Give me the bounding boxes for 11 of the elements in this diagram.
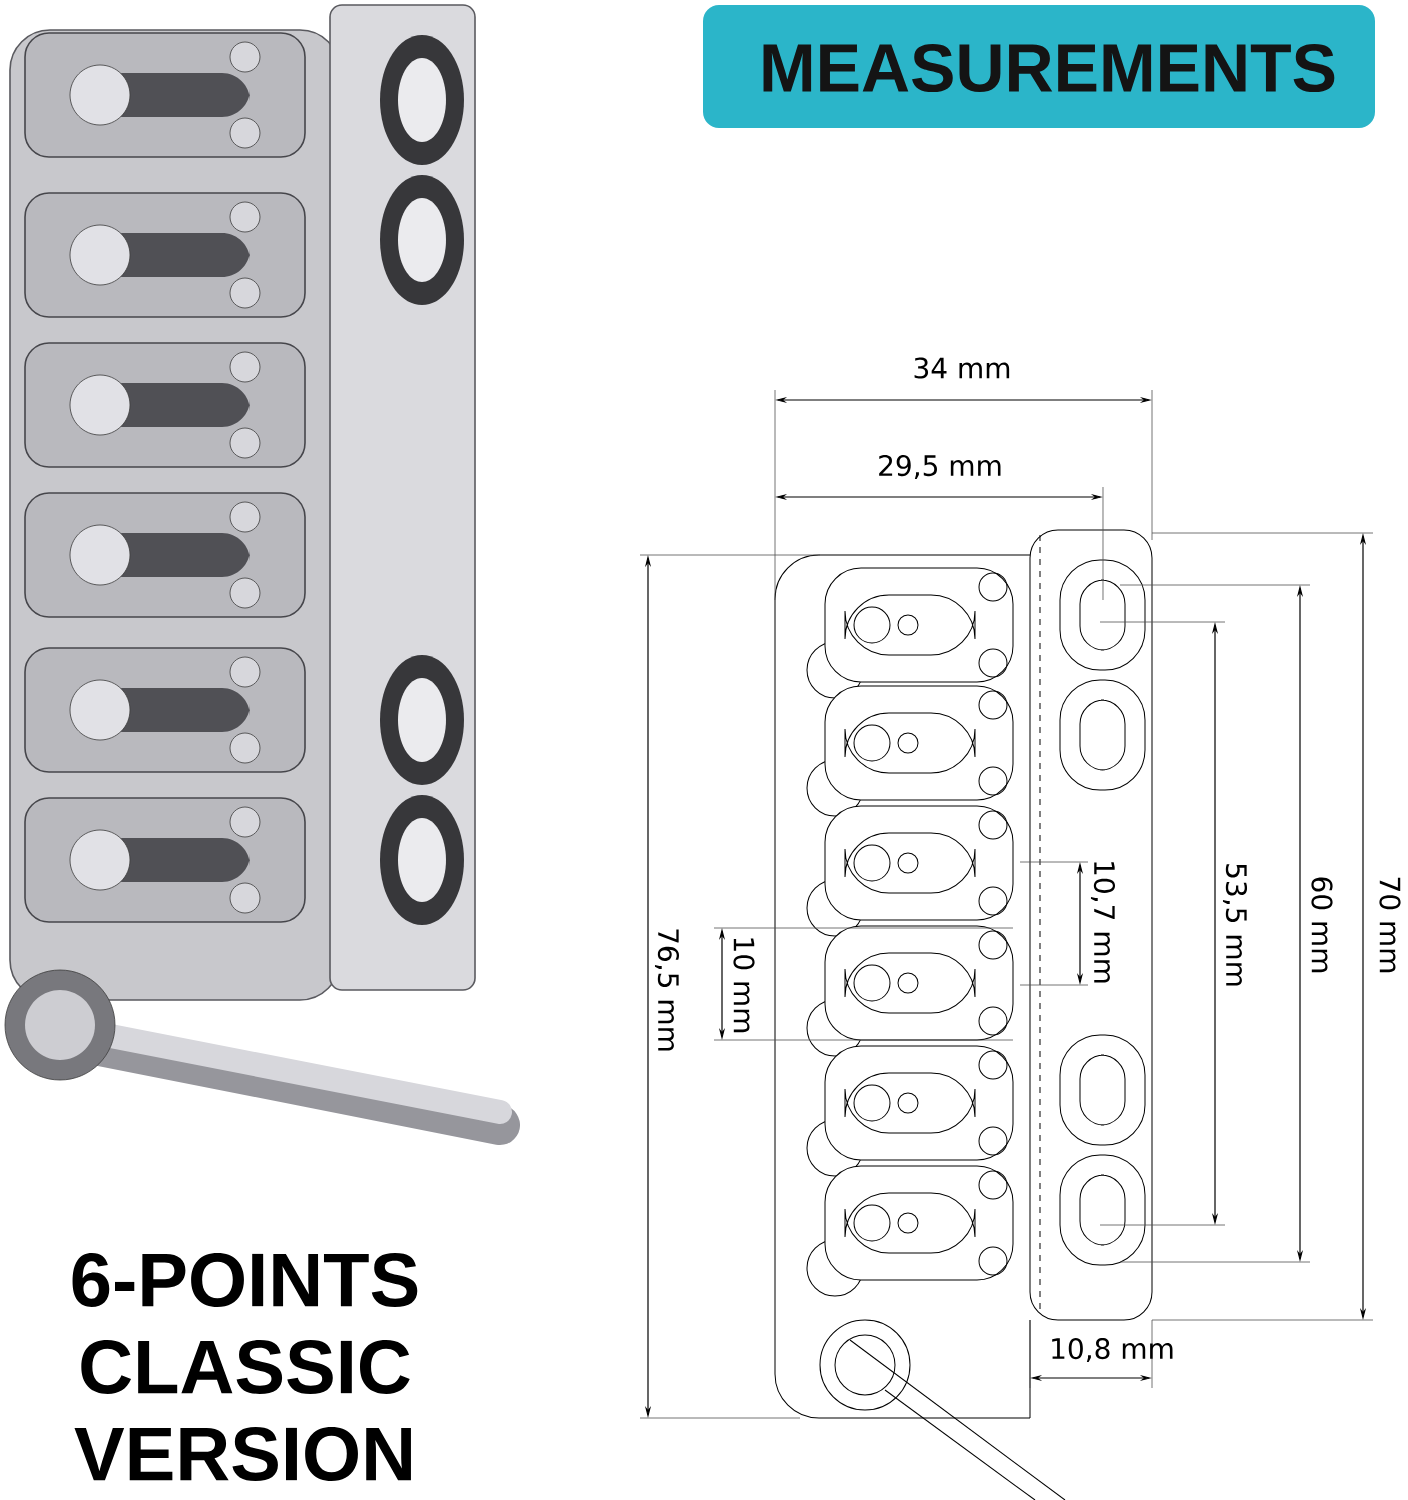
title-banner: MEASUREMENTS	[703, 5, 1375, 128]
dimension-label: 29,5 mm	[879, 455, 1001, 480]
dimension-label: 34 mm	[914, 357, 1010, 379]
dimension-label: 10,8 mm	[1052, 1338, 1173, 1363]
dimension-label: 53,5 mm	[1223, 864, 1248, 986]
dimension-label: 10,7 mm	[1091, 862, 1116, 983]
dimension-label: 10 mm	[733, 938, 755, 1033]
caption: 6-POINTS CLASSIC VERSION	[72, 1253, 418, 1481]
dimension-label: 76,5 mm	[655, 929, 680, 1051]
dimension-label: 60 mm	[1311, 877, 1333, 973]
dimension-label: 70 mm	[1379, 877, 1401, 973]
